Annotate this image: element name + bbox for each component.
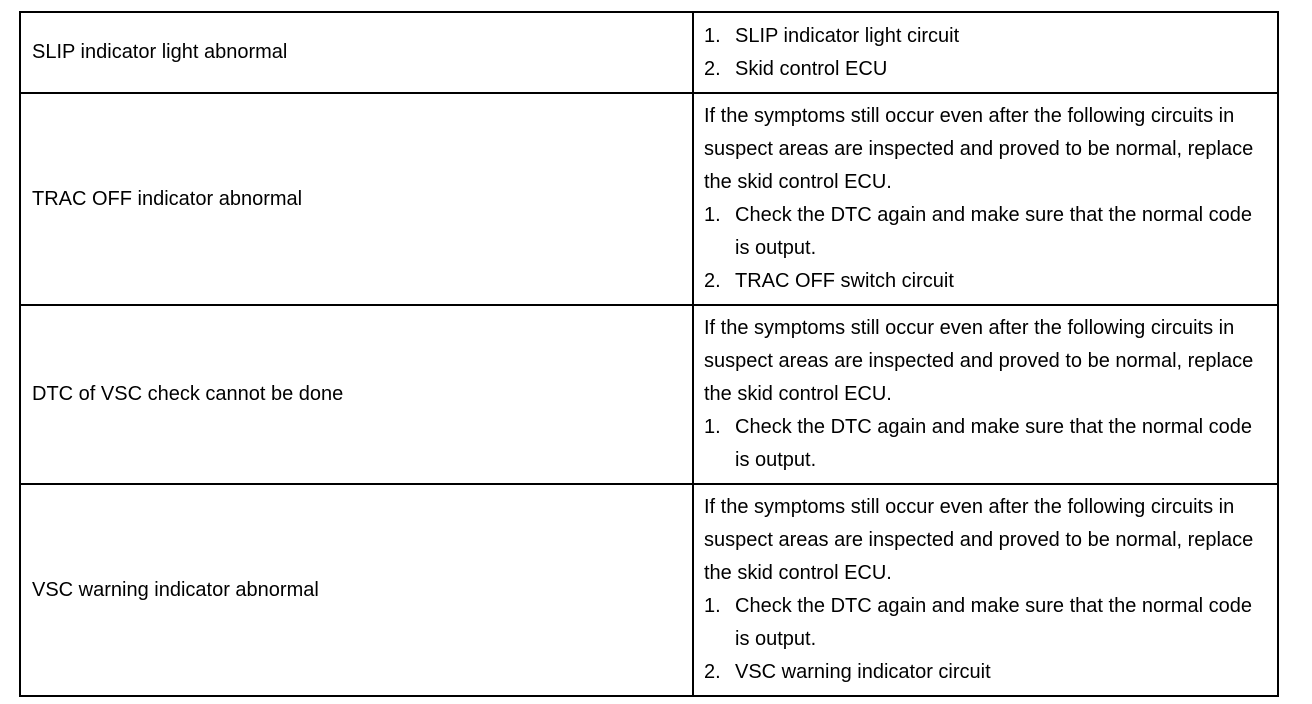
suspect-area-cell: If the symptoms still occur even after t… [692,483,1279,697]
list-item: 2. VSC warning indicator circuit [704,656,1269,689]
list-item: 2. Skid control ECU [704,53,1269,86]
list-item-number: 2. [704,270,721,292]
list-item-number: 1. [704,416,721,438]
list-item: 2. TRAC OFF switch circuit [704,265,1269,298]
list-item: 1. SLIP indicator light circuit [704,20,1269,53]
symptom-cell: VSC warning indicator abnormal [19,483,694,697]
list-item-text: Skid control ECU [735,57,888,80]
intro-text: If the symptoms still occur even after t… [704,317,1254,405]
list-item-text: Check the DTC again and make sure that t… [735,595,1252,650]
table-row: SLIP indicator light abnormal 1. SLIP in… [19,11,1279,94]
symptom-table: SLIP indicator light abnormal 1. SLIP in… [19,11,1279,697]
list-item-number: 1. [704,24,721,47]
list-item-text: Check the DTC again and make sure that t… [735,204,1252,259]
suspect-area-list: 1. SLIP indicator light circuit 2. Skid … [704,20,1269,86]
list-item-text: Check the DTC again and make sure that t… [735,416,1252,471]
suspect-area-list: 1. Check the DTC again and make sure tha… [704,411,1269,477]
symptom-cell: DTC of VSC check cannot be done [19,304,694,485]
list-item-number: 2. [704,57,721,80]
suspect-area-cell: If the symptoms still occur even after t… [692,304,1279,485]
table-row: VSC warning indicator abnormal If the sy… [19,483,1279,697]
suspect-area-cell: If the symptoms still occur even after t… [692,92,1279,306]
list-item: 1. Check the DTC again and make sure tha… [704,590,1269,656]
list-item-text: VSC warning indicator circuit [735,661,991,683]
list-item: 1. Check the DTC again and make sure tha… [704,199,1269,265]
list-item-number: 1. [704,595,721,617]
list-item: 1. Check the DTC again and make sure tha… [704,411,1269,477]
table-row: TRAC OFF indicator abnormal If the sympt… [19,92,1279,306]
list-item-number: 1. [704,204,721,226]
intro-text: If the symptoms still occur even after t… [704,496,1254,584]
suspect-area-list: 1. Check the DTC again and make sure tha… [704,590,1269,689]
table-row: DTC of VSC check cannot be done If the s… [19,304,1279,485]
suspect-area-list: 1. Check the DTC again and make sure tha… [704,199,1269,298]
suspect-area-cell: 1. SLIP indicator light circuit 2. Skid … [692,11,1279,94]
list-item-text: TRAC OFF switch circuit [735,270,954,292]
list-item-text: SLIP indicator light circuit [735,24,960,47]
symptom-cell: TRAC OFF indicator abnormal [19,92,694,306]
intro-text: If the symptoms still occur even after t… [704,105,1254,193]
symptom-cell: SLIP indicator light abnormal [19,11,694,94]
list-item-number: 2. [704,661,721,683]
